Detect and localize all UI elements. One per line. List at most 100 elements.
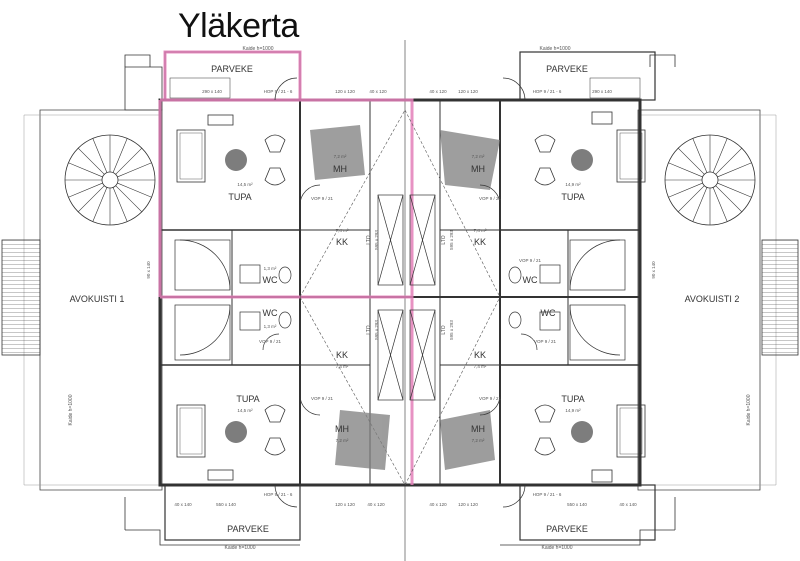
spiral-step [715,147,743,175]
spiral-step [715,185,743,213]
label-window-bl-550: 550 x 140 [216,502,236,507]
area-mh-tr: 7,2 m² [472,154,485,159]
lto-shafts [377,194,436,401]
spiral-step [117,182,152,198]
spiral-step [112,187,128,222]
area-kk-tr: 7,4 m² [474,228,487,233]
lto-dim-bl: 595 x 293 [374,320,379,340]
spiral-step [92,138,108,173]
label-vop-3: VOP 9 / 21 [519,258,541,263]
label-window-tl: 290 x 140 [202,89,222,94]
label-kaide-right: Kaide h=1000 [746,394,752,425]
label-wc-br: WC [541,308,556,318]
label-vop-1: VOP 9 / 21 [311,196,333,201]
spiral-step [677,147,705,175]
label-kk-br: KK [474,350,486,360]
label-window-tr: 290 x 140 [592,89,612,94]
spiral-step [77,147,105,175]
area-tupa-bl: 14,5 m² [237,408,253,413]
label-kaide-bottom-l: Kaide h=1000 [224,545,255,551]
label-hop-tr: HOP 9 / 21 - 6 [533,89,562,94]
bed-shapes [310,125,500,470]
label-lto-r: LTO [441,235,447,244]
label-lto-bl: LTO [366,325,372,334]
exterior-stair-right [761,239,799,356]
area-wc-tl: 1,3 m² [264,266,277,271]
spiral-step [712,138,728,173]
label-window-left-90: 90 x 140 [146,261,151,279]
lto-dim-br: 595 x 293 [449,320,454,340]
label-mh-bl: MH [335,424,349,434]
spiral-step [112,138,128,173]
chairs [264,134,556,456]
selected-apartment-highlight [158,50,414,485]
wc-fixtures [239,264,561,331]
roof-outline [23,54,777,546]
area-kk-br: 7,4 m² [474,364,487,369]
label-window-mh-tl: 120 x 120 [335,89,355,94]
label-lto-br: LTO [441,325,447,334]
spiral-step [712,187,728,222]
area-mh-tl: 7,2 m² [334,154,347,159]
label-tupa-tr: TUPA [561,192,584,202]
label-hop-tl: HOP 9 / 21 - 6 [264,89,293,94]
area-mh-bl: 7,2 m² [336,438,349,443]
label-hop-bl: HOP 9 / 21 - 6 [264,492,293,497]
label-window-mh-tr: 120 x 120 [458,89,478,94]
label-window-bm4: 120 x 120 [458,502,478,507]
spiral-step [677,185,705,213]
spiral-step [668,162,703,178]
label-window-kk-tl: 40 x 120 [369,89,387,94]
spiral-step [717,162,752,178]
label-hop-br: HOP 9 / 21 - 6 [533,492,562,497]
spiral-step [68,162,103,178]
label-kaide-top: Kaide h=1000 [242,46,273,52]
balcony-bottom-left [164,484,301,541]
roof-ridge-lines [299,109,501,486]
label-mh-tl: MH [333,164,347,174]
lto-dim-l: 595 x 293 [374,230,379,250]
furniture [176,111,646,483]
label-window-bm1: 120 x 120 [335,502,355,507]
label-kk-bl: KK [336,350,348,360]
area-tupa-tr: 14,9 m² [565,182,581,187]
area-kk-bl: 7,4 m² [336,364,349,369]
label-kaide-bottom-r: Kaide h=1000 [541,545,572,551]
label-wc-bl: WC [263,308,278,318]
spiral-step [92,187,108,222]
label-avokuisti-1: AVOKUISTI 1 [70,294,125,304]
label-vop-4: VOP 9 / 21 [259,339,281,344]
building-walls [158,40,642,561]
spiral-step [692,138,708,173]
label-kaide-top-r: Kaide h=1000 [539,46,570,52]
label-parveke-tl: PARVEKE [211,64,253,74]
label-parveke-br: PARVEKE [546,524,588,534]
lto-dim-r: 595 x 293 [449,230,454,250]
area-tupa-tl: 14,5 m² [237,182,253,187]
label-vop-6: VOP 9 / 21 [311,396,333,401]
spiral-step [68,182,103,198]
label-lto-l: LTO [366,235,372,244]
room-labels: PARVEKE PARVEKE PARVEKE PARVEKE TUPA TUP… [68,46,752,551]
spiral-step [668,182,703,198]
plan-title: Yläkerta [178,7,299,45]
label-window-br-40: 40 x 140 [619,502,637,507]
round-tables [225,149,593,443]
label-window-kk-tr: 40 x 120 [429,89,447,94]
label-kaide-left: Kaide h=1000 [68,394,74,425]
spiral-step [717,182,752,198]
spiral-step [117,162,152,178]
area-wc-bl: 1,3 m² [264,324,277,329]
spiral-step [115,185,143,213]
label-mh-tr: MH [471,164,485,174]
label-parveke-tr: PARVEKE [546,64,588,74]
spiral-step [115,147,143,175]
label-tupa-br: TUPA [561,394,584,404]
exterior-stair-left [1,239,41,356]
balcony-bottom-right [519,484,656,541]
label-parveke-bl: PARVEKE [227,524,269,534]
area-kk-tl: 7,4 m² [336,228,349,233]
label-window-right-90: 90 x 140 [651,261,656,279]
label-window-br-550: 550 x 140 [567,502,587,507]
spiral-stair-steps [65,135,755,225]
